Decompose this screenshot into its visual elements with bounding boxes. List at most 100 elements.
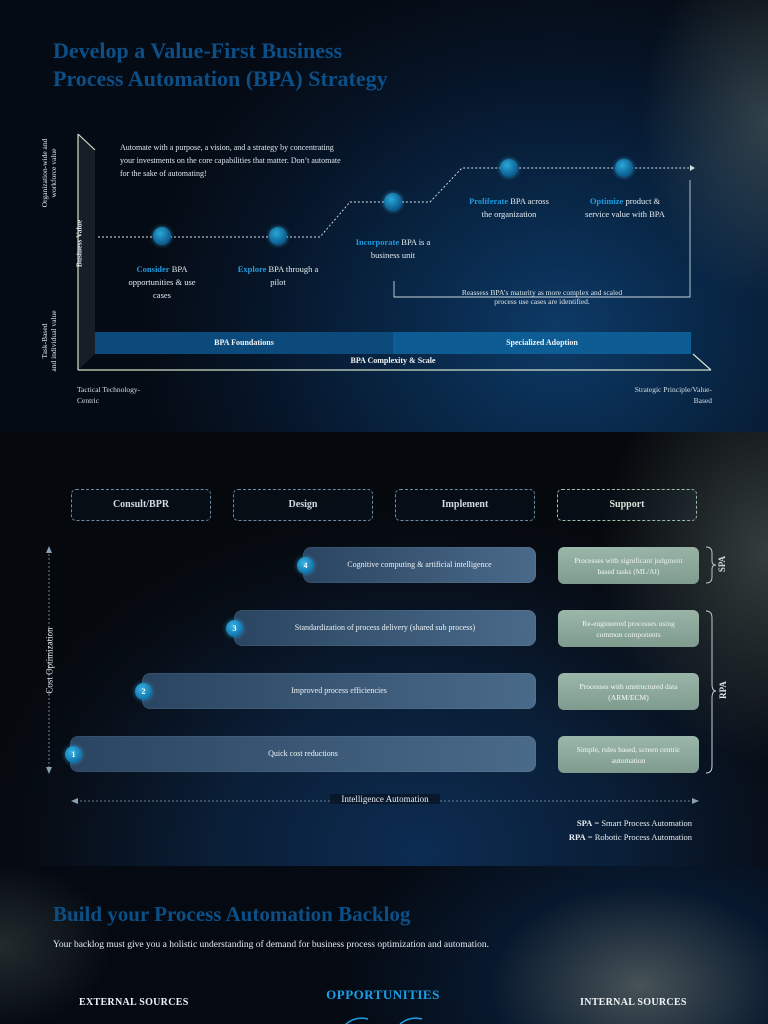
support-text: based tasks (ML/AI)	[597, 566, 660, 576]
x-right-line: Based	[693, 396, 712, 405]
stage-text: opportunities & use	[128, 277, 196, 287]
stage-label-optimize: Optimize product & service value with BP…	[570, 195, 680, 221]
intro-line: Automate with a purpose, a vision, and a…	[120, 143, 334, 152]
stage-text: BPA	[169, 264, 188, 274]
column-header-implement: Implement	[395, 489, 535, 521]
column-header-consult: Consult/BPR	[71, 489, 211, 521]
y-axis-arrow-top	[77, 133, 96, 151]
stage-label-proliferate: Proliferate BPA across the organization	[453, 195, 565, 221]
specialized-adoption-bar: Specialized Adoption	[393, 332, 691, 354]
level-4-badge: 4	[297, 557, 314, 574]
y-arrow-down	[46, 767, 52, 774]
x-axis-label: BPA Complexity & Scale	[350, 356, 436, 365]
reassess-line: Reassess BPA’s maturity as more complex …	[461, 288, 623, 297]
stage-text: service value with BPA	[585, 209, 665, 219]
section-title: Build your Process Automation Backlog	[53, 902, 411, 926]
backlog-panel: Build your Process Automation Backlog Yo…	[0, 866, 768, 1024]
stage-node	[500, 159, 518, 177]
level-2-badge: 2	[135, 683, 152, 700]
arc-right	[399, 1017, 423, 1024]
intro-line: for the sake of automating!	[120, 169, 207, 178]
x-left-line: Centric	[77, 396, 100, 405]
column-header-support: Support	[557, 489, 697, 521]
y-bottom-label-line: Task-Based	[40, 323, 49, 359]
bpa-strategy-panel: Develop a Value-First Business Process A…	[0, 0, 768, 432]
rpa-brace	[705, 610, 717, 774]
stage-highlight: Optimize	[589, 196, 624, 206]
title-line-2: Process Automation (BPA) Strategy	[53, 66, 388, 91]
arc-left	[345, 1017, 369, 1024]
stage-node	[269, 227, 287, 245]
legend-text: = Smart Process Automation	[592, 818, 692, 828]
support-text: Processes with unstructured data	[579, 681, 678, 691]
level-4-bar: Cognitive computing & artificial intelli…	[303, 547, 536, 583]
y-axis-band	[78, 134, 95, 370]
stage-node	[153, 227, 171, 245]
support-text: Simple, rules based, screen centric	[576, 744, 681, 754]
reassess-line: process use cases are identified.	[494, 297, 590, 306]
page-title: Develop a Value-First Business Process A…	[53, 37, 388, 93]
support-text: Processes with significant judgment	[574, 555, 683, 565]
support-text: Re-engineered processes using	[582, 618, 675, 628]
level-1-bar: Quick cost reductions	[70, 736, 536, 772]
spa-label: SPA	[717, 555, 728, 573]
y-axis-label: Business Value	[74, 219, 84, 268]
intro-line: your investments on the core capabilitie…	[120, 156, 341, 165]
x-axis-arrow-right	[692, 353, 712, 371]
stage-text: the organization	[481, 209, 537, 219]
x-axis-left-label: Tactical Technology- Centric	[77, 384, 140, 406]
level-3-bar: Standardization of process delivery (sha…	[234, 610, 536, 646]
reassess-bracket	[393, 180, 691, 298]
x-right-line: Strategic Principle/Value-	[634, 385, 712, 394]
column-header-design: Design	[233, 489, 373, 521]
support-rpa-2: Processes with unstructured data(ARM/ECM…	[558, 673, 699, 710]
bpa-foundations-bar: BPA Foundations	[95, 332, 393, 354]
x-axis-label: Intelligence Automation	[330, 794, 440, 804]
stage-text: product &	[623, 196, 661, 206]
spa-brace	[705, 546, 717, 584]
y-arrow-up	[46, 546, 52, 553]
internal-sources-label: INTERNAL SOURCES	[580, 997, 687, 1008]
stage-text: pilot	[270, 277, 286, 287]
stage-highlight: Proliferate	[469, 196, 509, 206]
legend-text: = Robotic Process Automation	[585, 832, 692, 842]
stage-label-consider: Consider BPA opportunities & use cases	[112, 263, 212, 302]
stage-node	[615, 159, 633, 177]
stage-text: BPA through a	[266, 264, 319, 274]
stage-text: business unit	[370, 250, 416, 260]
support-text: (ARM/ECM)	[608, 692, 649, 702]
x-arrow-left	[71, 798, 78, 804]
stage-highlight: Incorporate	[355, 237, 400, 247]
stage-text: BPA is a	[399, 237, 431, 247]
level-3-badge: 3	[226, 620, 243, 637]
legend-abbr: RPA	[568, 832, 586, 842]
stage-text: cases	[153, 290, 171, 300]
x-arrow-right	[692, 798, 699, 804]
x-left-line: Tactical Technology-	[77, 385, 141, 394]
path-arrowhead	[690, 165, 695, 171]
stage-highlight: Explore	[237, 264, 267, 274]
x-axis-right-label: Strategic Principle/Value- Based	[600, 384, 712, 406]
stage-highlight: Consider	[136, 264, 170, 274]
external-sources-label: EXTERNAL SOURCES	[79, 997, 189, 1008]
stage-label-incorporate: Incorporate BPA is a business unit	[343, 236, 443, 262]
y-axis-bottom-label: Task-Based and individual value	[40, 306, 58, 376]
support-text: automation	[611, 755, 646, 765]
opportunity-arcs	[345, 1017, 423, 1024]
level-1-badge: 1	[65, 746, 82, 763]
y-axis-label: Cost Optimization	[44, 627, 55, 694]
stage-node	[384, 193, 402, 211]
y-top-label-line: workforce value	[49, 148, 58, 198]
legend: SPA = Smart Process Automation RPA = Rob…	[520, 816, 692, 844]
y-axis-top-label: Organization-wide and workforce value	[40, 133, 58, 213]
y-bottom-label-line: and individual value	[49, 310, 58, 372]
intro-text: Automate with a purpose, a vision, and a…	[120, 141, 360, 180]
level-2-bar: Improved process efficiencies	[142, 673, 536, 709]
support-text: common components	[596, 629, 661, 639]
legend-rpa: RPA = Robotic Process Automation	[520, 830, 692, 844]
reassess-note: Reassess BPA’s maturity as more complex …	[430, 288, 654, 306]
y-top-label-line: Organization-wide and	[40, 138, 49, 208]
